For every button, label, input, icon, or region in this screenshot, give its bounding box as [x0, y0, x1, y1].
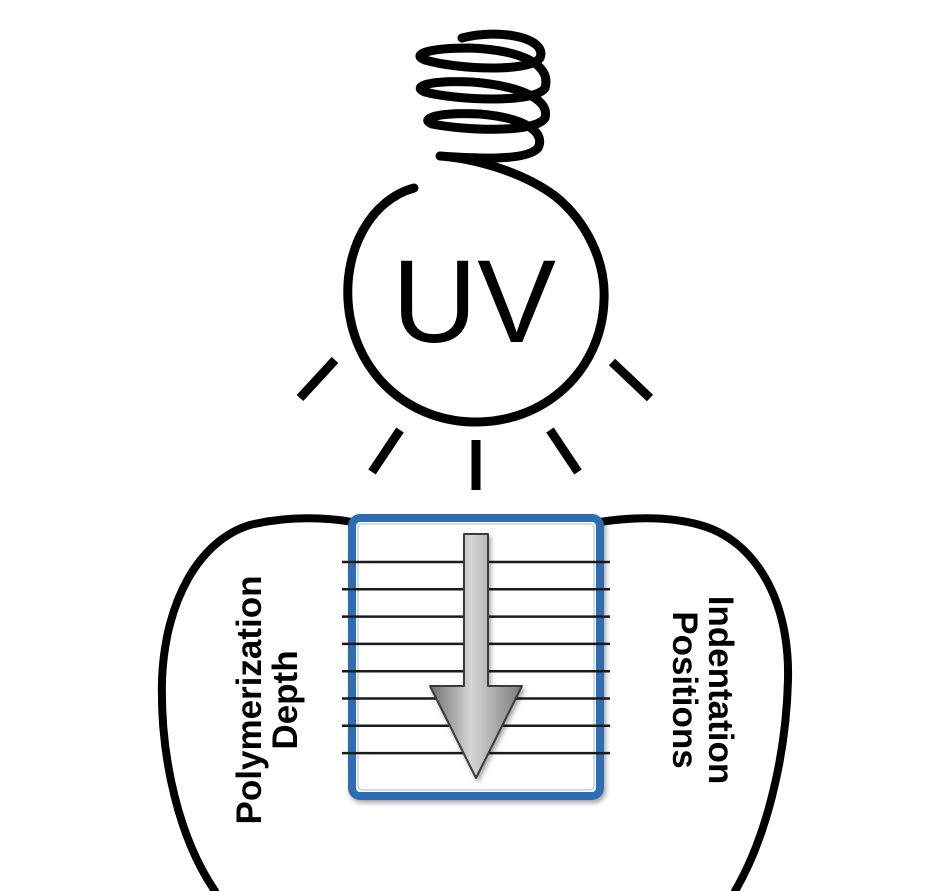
- right-label-group: Indentation Positions: [665, 596, 740, 785]
- specimen-box-inner: [357, 523, 595, 791]
- lamp-ray: [546, 427, 582, 475]
- lamp-bulb-outline: [343, 183, 609, 427]
- left-label-line1: Polymerization: [230, 576, 269, 825]
- lamp-uv-label: UV: [392, 236, 556, 368]
- depth-arrow: [429, 533, 523, 779]
- lamp-ray: [368, 427, 404, 475]
- lamp-filament: [415, 29, 609, 305]
- left-label-line2: Depth: [266, 650, 305, 749]
- left-label-group: Polymerization Depth: [230, 576, 305, 825]
- right-label-line1: Indentation: [701, 596, 740, 785]
- lamp-ray: [608, 358, 654, 402]
- lamp-ray: [296, 356, 339, 402]
- down-arrow-icon: [429, 533, 523, 779]
- uv-lamp-icon: UV: [296, 29, 654, 490]
- right-label-line2: Positions: [665, 611, 704, 769]
- tooth-outline: [157, 514, 793, 891]
